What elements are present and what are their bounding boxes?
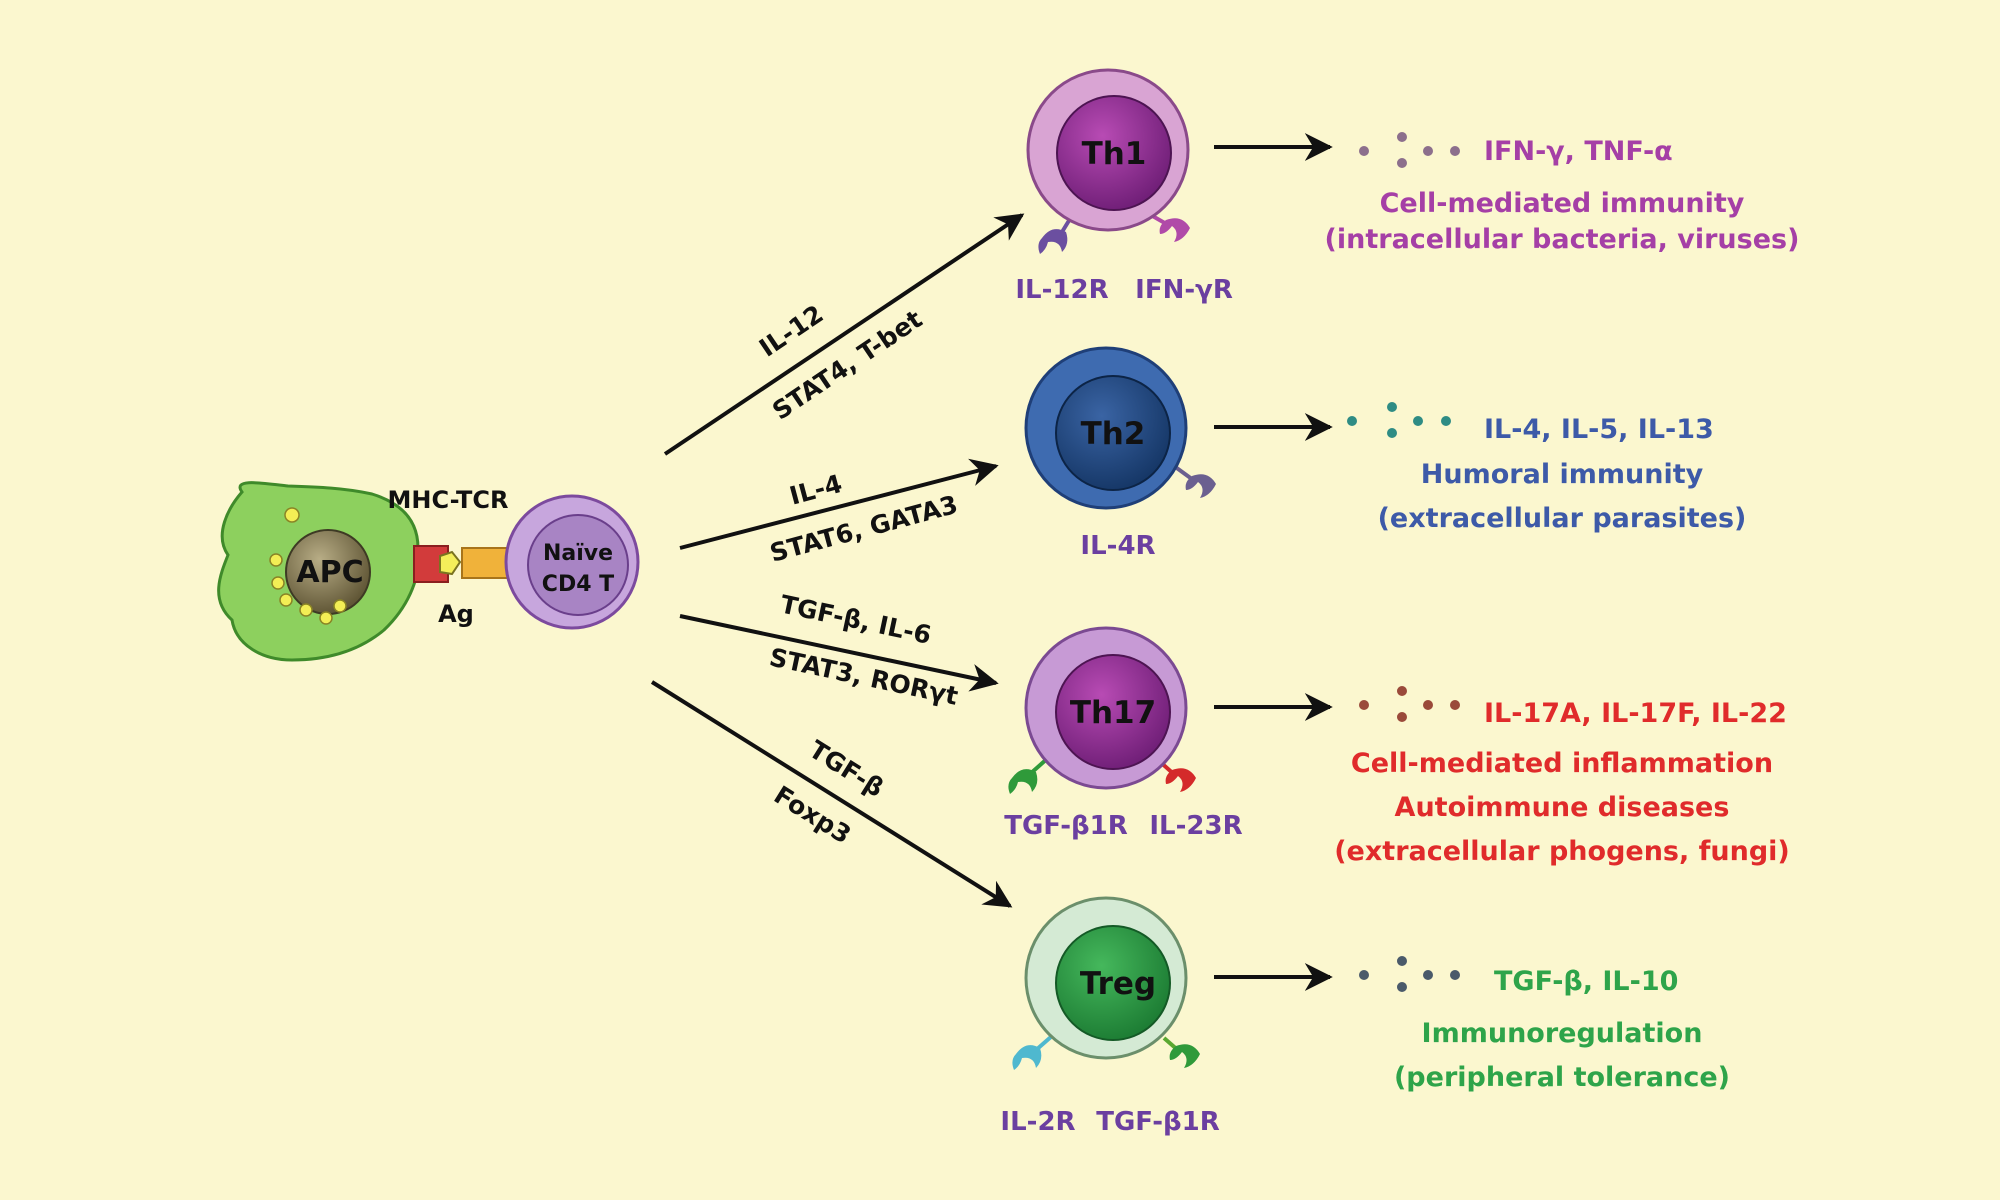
arrow-to-th1	[663, 213, 1025, 456]
th2-function-line2: (extracellular parasites)	[1378, 503, 1747, 534]
naive-cd4-t-cell: Naïve CD4 T	[504, 494, 640, 630]
treg-function-line1: Immunoregulation	[1422, 1018, 1703, 1049]
differentiation-arrows	[650, 213, 1025, 908]
th17-cell: Th17	[1008, 626, 1196, 794]
arrow-to-th2	[679, 458, 999, 550]
th2-cell: Th2	[1024, 346, 1216, 510]
arrow-to-th17	[679, 614, 999, 692]
treg-nucleus	[1055, 925, 1171, 1041]
naive-nucleus	[527, 514, 629, 616]
pathway-treg-factors: Foxp3	[769, 780, 856, 849]
il12r-receptor-icon	[1038, 229, 1068, 254]
apc-label: APC	[296, 555, 363, 590]
mhc-tcr-synapse: MHC-TCR Ag	[387, 486, 509, 628]
pathway-treg-signal: TGF-β	[804, 735, 889, 803]
th2-cytokines: IL-4, IL-5, IL-13	[1484, 414, 1714, 445]
treg-cytokines: TGF-β, IL-10	[1494, 966, 1678, 997]
antigen-label: Ag	[438, 600, 474, 628]
treg-label: Treg	[1080, 966, 1156, 1002]
th1-nucleus	[1056, 95, 1172, 211]
treg-cell: Treg	[1012, 896, 1200, 1070]
th2-cytokine-dots	[1347, 402, 1451, 438]
th1-function-line1: Cell-mediated immunity	[1380, 188, 1745, 219]
treg-receptor-tgfb1r: TGF-β1R	[1096, 1107, 1220, 1137]
arrow-to-treg	[650, 680, 1013, 908]
th1-cytokines: IFN-γ, TNF-α	[1484, 136, 1673, 167]
pathway-th17-factors: STAT3, RORγt	[767, 643, 961, 711]
pathway-th1-labels: IL-12 STAT4, T-bet	[754, 299, 927, 425]
pathway-th17-labels: TGF-β, IL-6 STAT3, RORγt	[767, 590, 961, 711]
th1-label: Th1	[1082, 136, 1147, 172]
th17-label: Th17	[1070, 695, 1156, 731]
th1-receptor-ifngr: IFN-γR	[1135, 275, 1233, 305]
th17-function-line1: Cell-mediated inflammation	[1351, 748, 1773, 779]
tcr-molecule	[461, 547, 509, 579]
th2-function-line1: Humoral immunity	[1421, 459, 1704, 490]
th1-function-line2: (intracellular bacteria, viruses)	[1325, 224, 1800, 255]
naive-label-line1: Naïve	[543, 541, 613, 566]
th17-cytokines: IL-17A, IL-17F, IL-22	[1484, 698, 1787, 729]
treg-receptor-il2r: IL-2R	[1000, 1107, 1075, 1137]
th2-label: Th2	[1081, 416, 1146, 452]
tgfb1r-receptor-icon	[1008, 769, 1038, 794]
treg-function-line2: (peripheral tolerance)	[1394, 1062, 1730, 1093]
il2r-receptor-icon	[1012, 1045, 1042, 1070]
th1-receptor-il12r: IL-12R	[1015, 275, 1108, 305]
th17-receptor-il23r: IL-23R	[1149, 811, 1242, 841]
th2-receptor-il4r: IL-4R	[1080, 531, 1155, 561]
naive-label-line2: CD4 T	[542, 572, 614, 597]
th1-cell: Th1	[1026, 68, 1190, 254]
antigen-peptide	[439, 550, 462, 576]
il4r-receptor-icon	[1185, 474, 1216, 498]
th17-cytokine-dots	[1359, 686, 1460, 722]
mhc-tcr-label: MHC-TCR	[387, 486, 508, 514]
treg-tgfb1r-receptor-icon	[1169, 1044, 1200, 1068]
th17-receptor-tgfb1r: TGF-β1R	[1004, 811, 1128, 841]
ifngr-receptor-icon	[1159, 218, 1190, 242]
th17-nucleus	[1055, 654, 1171, 770]
apc-granules	[269, 507, 347, 625]
th17-function-line2: Autoimmune diseases	[1395, 792, 1730, 823]
pathway-th2-signal: IL-4	[786, 469, 845, 511]
treg-cytokine-dots	[1359, 956, 1460, 992]
apc-cell: APC	[217, 481, 421, 662]
th17-function-line3: (extracellular phogens, fungi)	[1334, 836, 1790, 867]
th1-cytokine-dots	[1359, 132, 1460, 168]
il23r-receptor-icon	[1165, 768, 1196, 792]
th2-nucleus	[1055, 375, 1171, 491]
